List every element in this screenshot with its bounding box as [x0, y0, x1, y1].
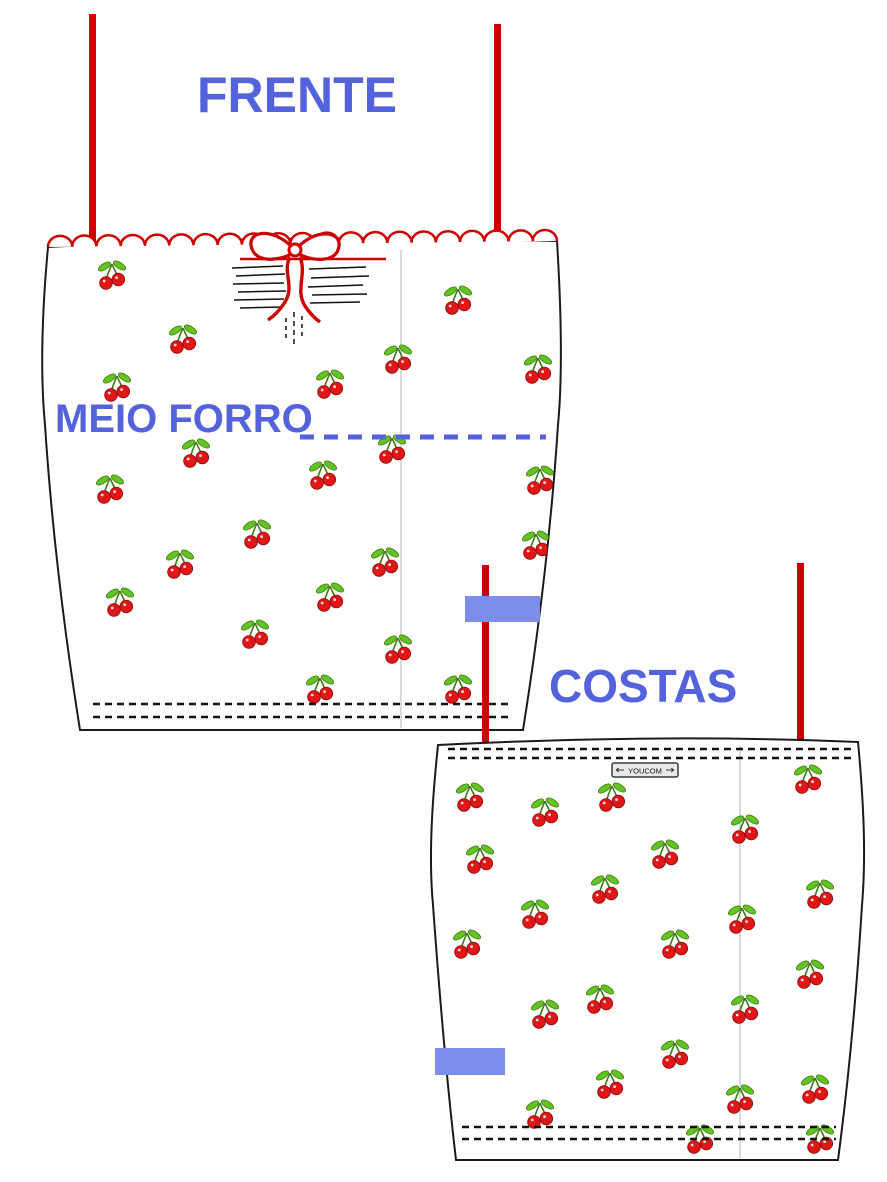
lace-trim-scallops: [46, 228, 559, 248]
half-lining-label: MEIO FORRO: [55, 397, 313, 441]
back-strap-right: [797, 563, 804, 760]
back-body-outline: [429, 737, 866, 1161]
blue-marker-front: [465, 596, 540, 622]
front-strap-right: [494, 24, 501, 246]
ribbon-bow: [249, 231, 341, 324]
brand-label: YOUCOM: [611, 762, 679, 778]
front-strap-left: [89, 14, 96, 248]
label-arrow-left-icon: [615, 767, 624, 773]
back-label: COSTAS: [549, 660, 738, 712]
blue-marker-back: [435, 1048, 505, 1075]
back-strap-left: [482, 565, 489, 750]
back-hem-stitching: [462, 1125, 836, 1141]
front-label: FRENTE: [197, 67, 397, 123]
front-hem-stitching: [93, 702, 512, 719]
brand-label-text: YOUCOM: [628, 767, 662, 776]
gathering-lines: [231, 265, 370, 345]
label-arrow-right-icon: [666, 767, 675, 773]
